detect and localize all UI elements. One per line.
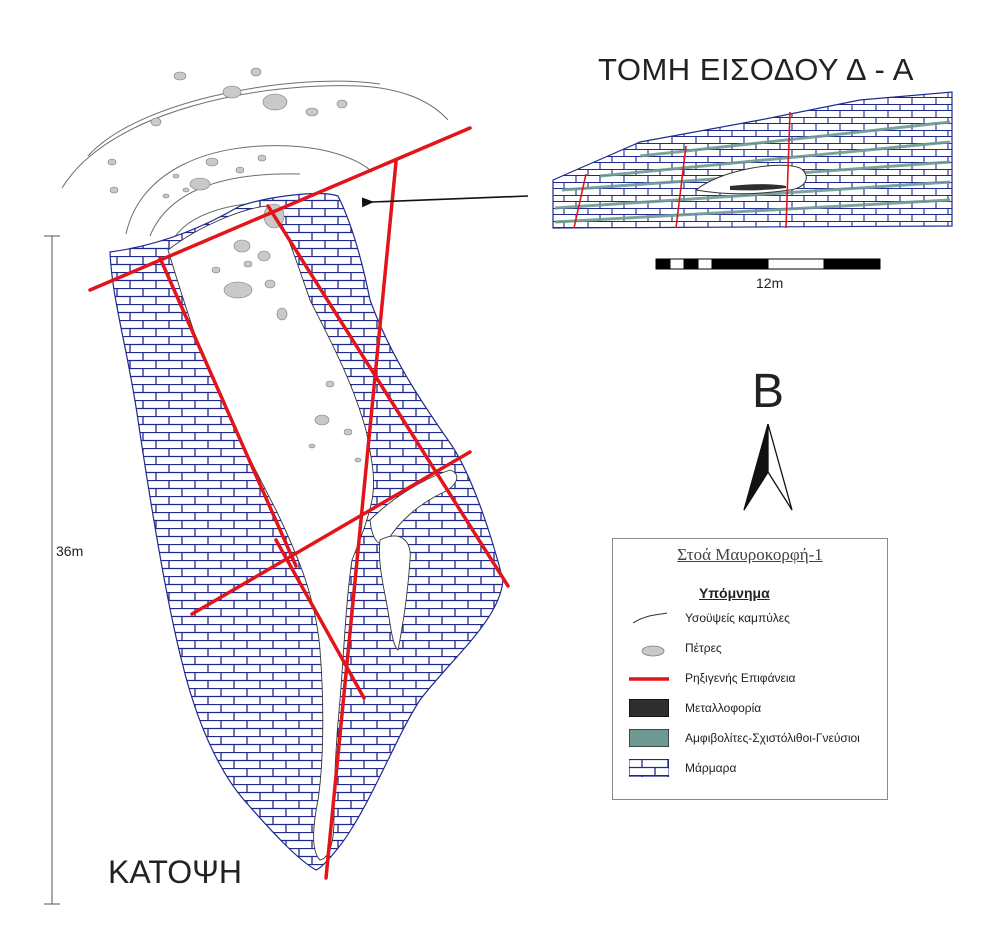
plan-title: ΚΑΤΟΨΗ [108,854,243,890]
dimension-line [44,235,60,905]
north-letter: Β [752,365,785,418]
legend-item-marble: Μάρμαρα [613,759,887,781]
legend-item-amphibolite: Αμφιβολίτες-Σχιστόλιθοι-Γνεύσιοι [613,729,887,751]
legend-item-fault: Ρηξιγενής Επιφάνεια [613,669,887,691]
marble-swatch [629,759,669,777]
legend-box: Στοά Μαυροκορφή-1 Υπόμνημα Υσοϋψείς καμπ… [612,538,888,800]
fault-lines [88,126,510,880]
side-passage [379,535,411,651]
dimension-label: 36m [56,543,84,559]
section-title: ΤΟΜΗ ΕΙΣΟΔΟΥ Δ - Α [598,52,914,87]
legend-label: Αμφιβολίτες-Σχιστόλιθοι-Γνεύσιοι [685,731,860,745]
section-view [552,91,953,229]
north-arrow-icon [743,423,793,511]
legend-label: Ρηξιγενής Επιφάνεια [685,671,796,685]
legend-item-mineralization: Μεταλλοφορία [613,699,887,721]
legend-item-contour: Υσοϋψείς καμπύλες [613,609,887,631]
legend-title: Στοά Μαυροκορφή-1 [677,545,823,564]
fault-line-icon [629,677,669,681]
legend-label: Μάρμαρα [685,761,737,775]
scale-bar-label: 12m [756,275,784,291]
legend-label: Μεταλλοφορία [685,701,762,715]
mineralization-swatch [629,699,669,717]
amphibolite-swatch [629,729,669,747]
contour-lines [61,80,449,251]
legend-item-stones: Πέτρες [613,639,887,661]
section-pointer-arrow [361,195,529,208]
legend-label: Πέτρες [685,641,722,655]
contour-line-icon [632,612,668,624]
scale-bar [655,258,881,270]
legend-label: Υσοϋψείς καμπύλες [685,611,790,625]
stone-icon [641,645,665,657]
stones [107,67,362,463]
legend-heading: Υπόμνημα [699,585,770,601]
